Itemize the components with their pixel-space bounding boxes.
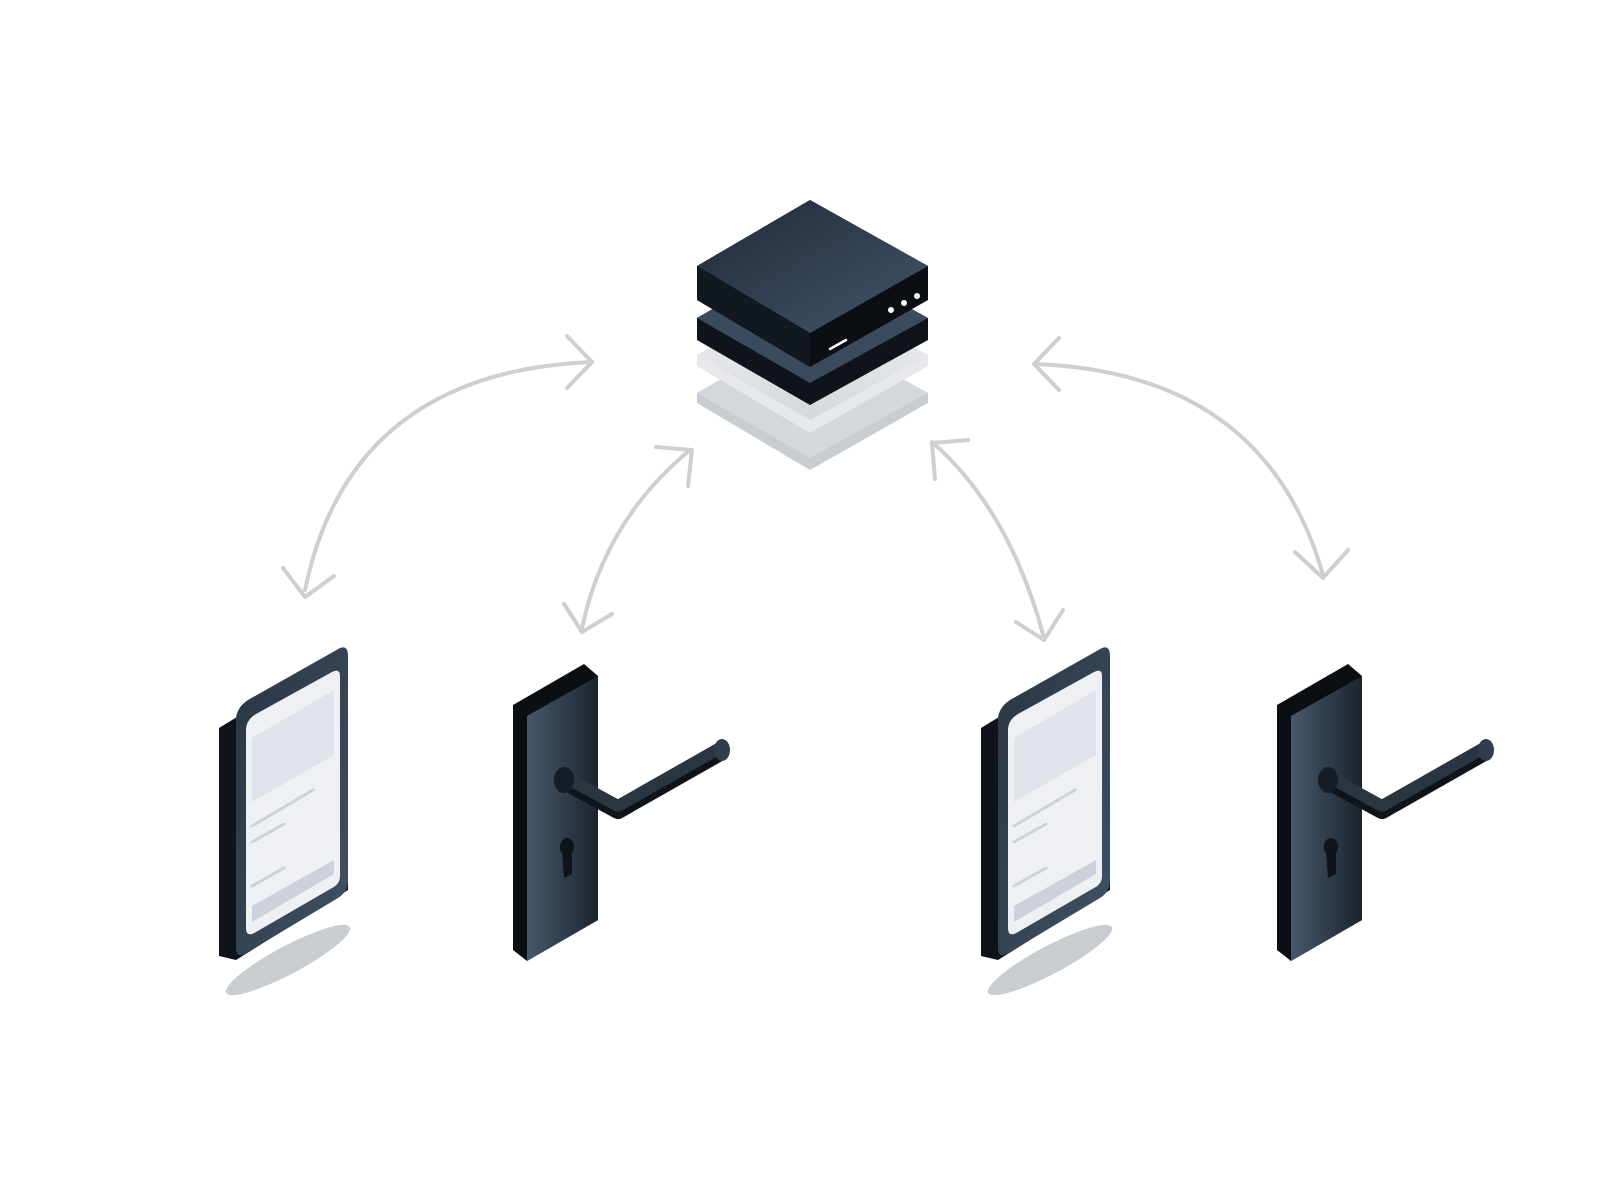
arrow-hub-phone-1	[283, 336, 592, 597]
status-led-icon	[888, 307, 894, 313]
arrow-hub-door-1	[564, 447, 692, 632]
smartphone-icon	[981, 647, 1118, 1005]
arrow-hub-door-2	[1034, 338, 1348, 578]
arrow-hub-phone-2	[932, 440, 1063, 640]
status-led-icon	[914, 293, 920, 299]
status-led-icon	[901, 300, 907, 306]
smartphone-icon	[219, 647, 356, 1005]
door-handle-lock-icon	[513, 664, 730, 961]
door-handle-lock-icon	[1277, 664, 1494, 961]
server-hub-icon	[697, 200, 928, 470]
